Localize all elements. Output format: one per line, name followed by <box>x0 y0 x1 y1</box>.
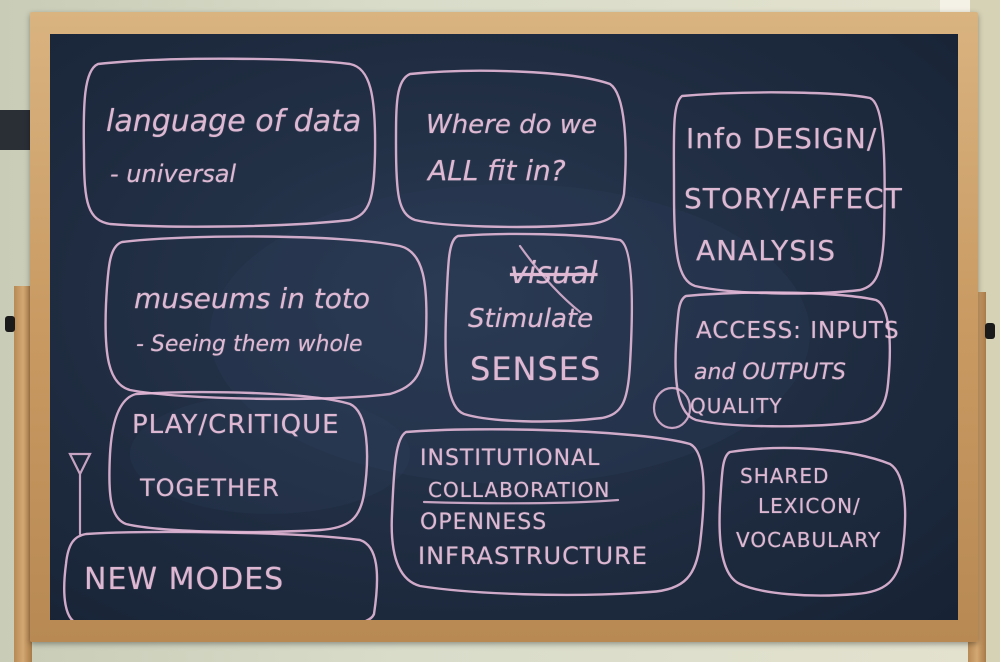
note-box-shared-lexicon <box>718 446 907 597</box>
note-box-new-modes <box>63 530 379 620</box>
note-info-design-line3: ANALYSIS <box>696 234 837 267</box>
note-access-line2: and OUTPUTS <box>694 360 847 385</box>
note-museums-line2: - Seeing them whole <box>136 332 363 357</box>
note-box-institutional <box>390 428 705 597</box>
note-senses-line2: Stimulate <box>468 304 594 334</box>
note-institutional-line2: COLLABORATION <box>428 478 611 502</box>
easel-knob-right <box>985 323 995 339</box>
note-box-stimulate-senses <box>444 232 634 423</box>
note-where-do-we-line1: Where do we <box>426 110 598 140</box>
note-shared-line3: VOCABULARY <box>736 528 882 552</box>
note-info-design-line1: Info DESIGN/ <box>686 122 878 155</box>
note-box-access <box>674 291 892 428</box>
chalkboard: language of data - universal Where do we… <box>50 34 958 620</box>
note-box-play-critique <box>108 390 369 534</box>
easel-knob-left <box>5 316 15 332</box>
note-museums-line1: museums in toto <box>134 282 370 315</box>
note-access-line1: ACCESS: INPUTS <box>696 318 900 344</box>
note-box-museums <box>104 235 428 401</box>
note-shared-line1: SHARED <box>740 464 830 488</box>
note-new-modes-line1: NEW MODES <box>84 562 285 597</box>
note-shared-line2: LEXICON/ <box>758 494 861 518</box>
note-play-line2: TOGETHER <box>140 474 280 502</box>
note-senses-line1: visual <box>510 256 598 291</box>
note-where-do-we-line2: ALL fit in? <box>428 154 566 187</box>
easel-leg-left <box>14 286 32 662</box>
note-box-where-do-we-fit <box>394 69 627 229</box>
circle-mark <box>652 386 692 430</box>
note-institutional-line4: INFRASTRUCTURE <box>418 542 648 570</box>
note-language-of-data-line1: language of data <box>106 104 362 139</box>
note-senses-line3: SENSES <box>470 350 602 388</box>
note-institutional-line3: OPENNESS <box>420 510 548 535</box>
note-box-language-of-data <box>82 57 377 228</box>
note-box-info-design <box>672 91 886 295</box>
note-language-of-data-line2: - universal <box>110 160 237 188</box>
chalk-drawings <box>63 57 907 620</box>
note-info-design-line2: STORY/AFFECT <box>684 182 903 215</box>
note-access-line3: QUALITY <box>690 394 783 418</box>
wall-fixture <box>0 110 30 150</box>
strikethrough-mark <box>518 244 582 314</box>
note-play-line1: PLAY/CRITIQUE <box>132 410 340 440</box>
arrow-mark <box>68 452 92 536</box>
note-institutional-line1: INSTITUTIONAL <box>420 446 601 471</box>
underline-mark <box>422 498 620 505</box>
